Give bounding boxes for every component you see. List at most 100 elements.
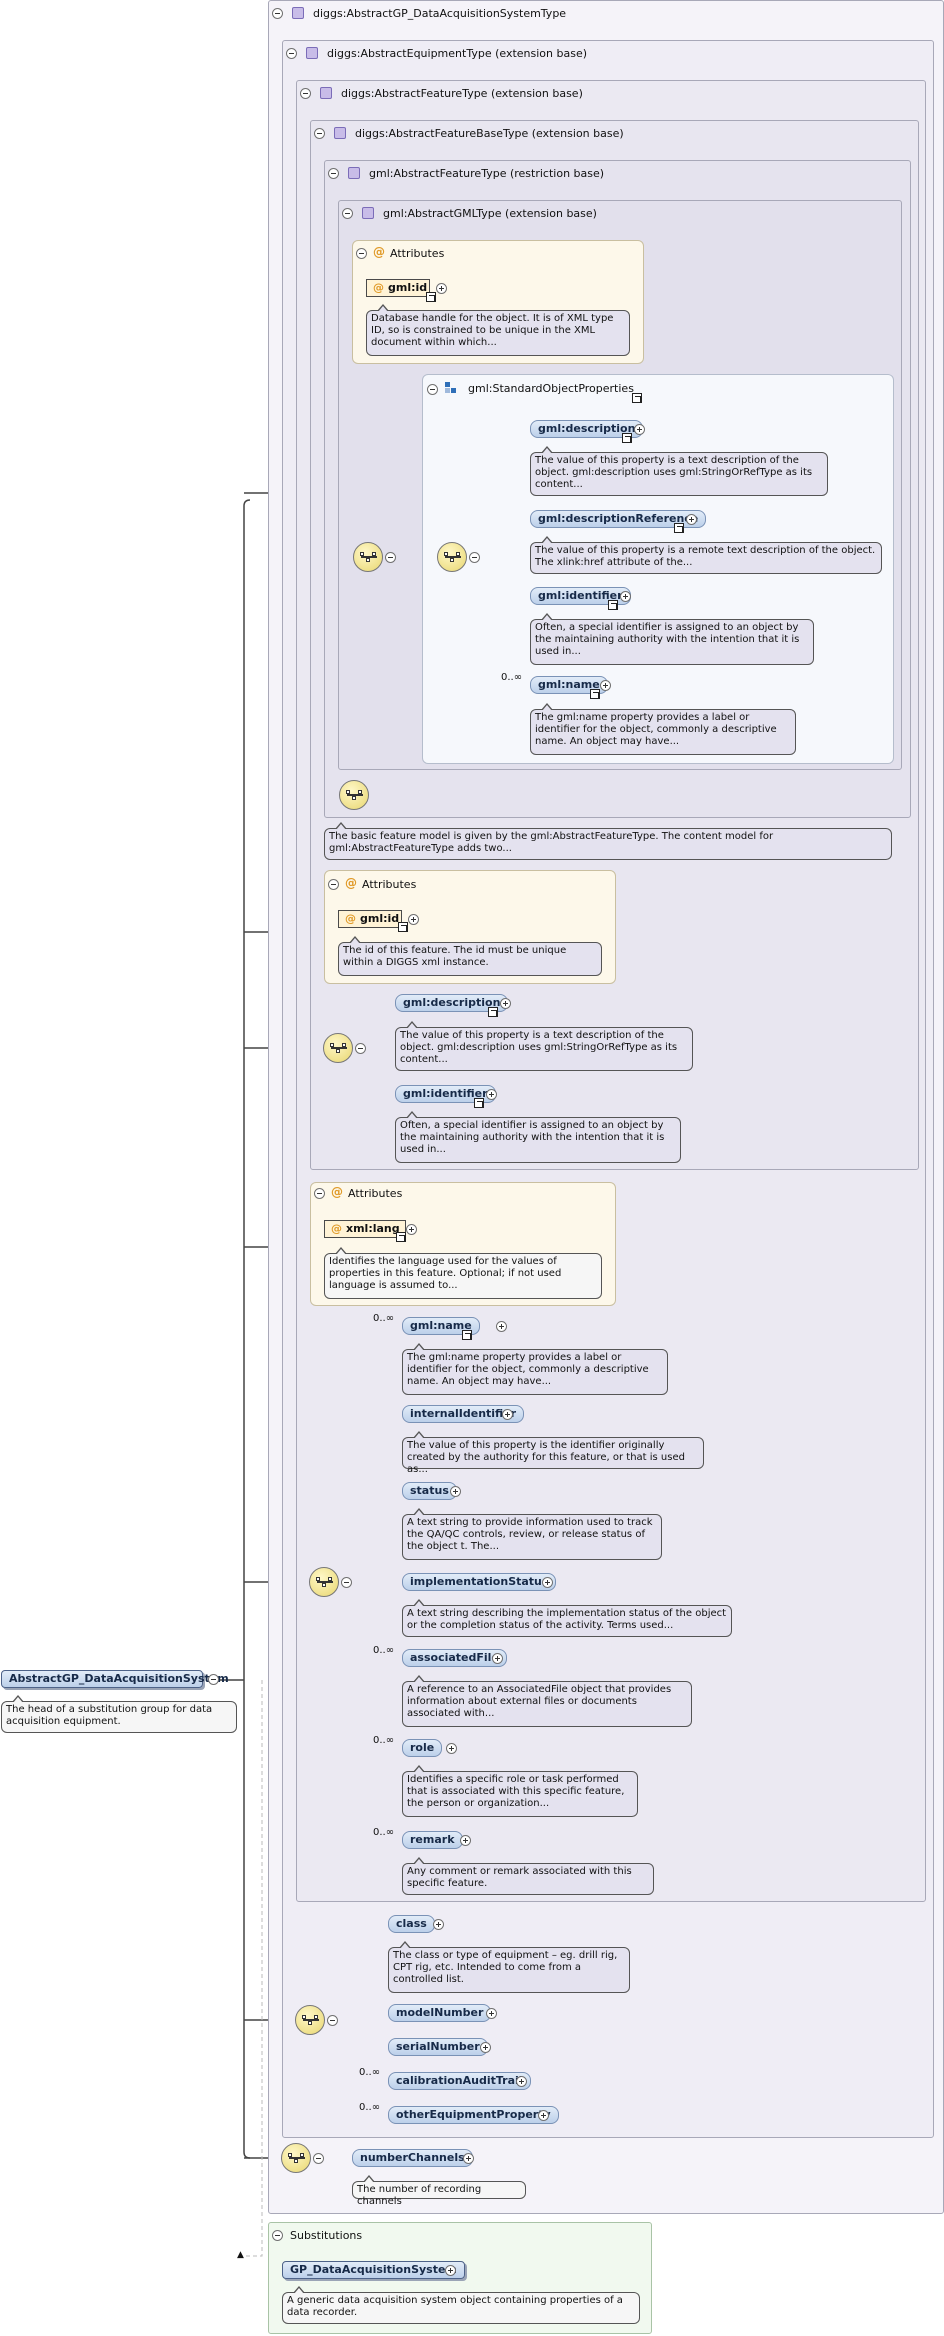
collapse-toggle[interactable]: [385, 552, 396, 563]
reference-arrow-icon[interactable]: [474, 1098, 484, 1108]
element-serial-number[interactable]: serialNumber: [388, 2038, 488, 2056]
cardinality-label: 0..∞: [373, 1827, 395, 1838]
collapse-toggle[interactable]: [314, 128, 325, 139]
expand-toggle[interactable]: [463, 2153, 474, 2164]
expand-toggle[interactable]: [496, 1321, 507, 1332]
expand-toggle[interactable]: [486, 2008, 497, 2019]
expand-toggle[interactable]: [436, 283, 447, 294]
expand-toggle[interactable]: [460, 1835, 471, 1846]
expand-toggle[interactable]: [492, 1653, 503, 1664]
element-gml-name[interactable]: gml:name: [402, 1317, 480, 1335]
reference-arrow-icon[interactable]: [622, 433, 632, 443]
complex-type-icon: [362, 207, 374, 219]
type-title: diggs:AbstractFeatureBaseType (extension…: [355, 127, 624, 140]
cardinality-label: 0..∞: [359, 2067, 381, 2078]
expand-toggle[interactable]: [406, 1224, 417, 1235]
element-gml-name[interactable]: gml:name: [530, 676, 608, 694]
sequence-compositor-icon[interactable]: [323, 1033, 353, 1063]
collapse-toggle[interactable]: [272, 8, 283, 19]
doc-annotation: The class or type of equipment – eg. dri…: [388, 1941, 630, 1993]
reference-arrow-icon[interactable]: [674, 523, 684, 533]
expand-toggle[interactable]: [445, 2265, 456, 2276]
doc-annotation: The value of this property is a remote t…: [530, 536, 882, 574]
sequence-compositor-icon[interactable]: [353, 542, 383, 572]
expand-toggle[interactable]: [433, 1919, 444, 1930]
collapse-toggle[interactable]: [342, 208, 353, 219]
collapse-toggle[interactable]: [341, 1577, 352, 1588]
element-gml-description-reference[interactable]: gml:descriptionReference: [530, 510, 707, 528]
element-gml-description[interactable]: gml:description: [530, 420, 644, 438]
collapse-toggle[interactable]: [356, 248, 367, 259]
expand-toggle[interactable]: [502, 1409, 513, 1420]
element-gp-data-acquisition-system[interactable]: GP_DataAcquisitionSystem: [282, 2261, 465, 2279]
expand-toggle[interactable]: [486, 1089, 497, 1100]
attribute-gml-id[interactable]: @gml:id: [366, 279, 430, 297]
sequence-compositor-icon[interactable]: [437, 542, 467, 572]
expand-toggle[interactable]: [408, 914, 419, 925]
collapse-toggle[interactable]: [272, 2230, 283, 2241]
doc-annotation: Identifies a specific role or task perfo…: [402, 1765, 638, 1817]
expand-toggle[interactable]: [686, 514, 697, 525]
reference-arrow-icon[interactable]: [396, 1232, 406, 1242]
reference-arrow-icon[interactable]: [590, 689, 600, 699]
element-internalidentifier[interactable]: internalIdentifier: [402, 1405, 525, 1423]
collapse-toggle[interactable]: [328, 879, 339, 890]
attribute-label: gml:id: [388, 281, 428, 294]
expand-toggle[interactable]: [634, 424, 645, 435]
expand-toggle[interactable]: [620, 591, 631, 602]
at-icon: @: [373, 245, 385, 259]
expand-toggle[interactable]: [600, 680, 611, 691]
expand-toggle[interactable]: [538, 2110, 549, 2121]
collapse-toggle[interactable]: [313, 2153, 324, 2164]
expand-toggle[interactable]: [500, 998, 511, 1009]
expand-toggle[interactable]: [516, 2076, 527, 2087]
doc-annotation: The gml:name property provides a label o…: [530, 703, 796, 755]
collapse-toggle[interactable]: [314, 1188, 325, 1199]
reference-arrow-icon[interactable]: [608, 600, 618, 610]
expand-toggle[interactable]: [450, 1486, 461, 1497]
element-remark[interactable]: remark: [402, 1831, 463, 1849]
element-associatedfile[interactable]: associatedFile: [402, 1649, 507, 1667]
element-class[interactable]: class: [388, 1915, 435, 1933]
attributes-title: Attributes: [390, 247, 445, 260]
element-calibration-audit-trail[interactable]: calibrationAuditTrail: [388, 2072, 531, 2090]
doc-annotation: A generic data acquisition system object…: [282, 2286, 640, 2324]
collapse-toggle[interactable]: [327, 2015, 338, 2026]
expand-toggle[interactable]: [446, 1743, 457, 1754]
collapse-toggle[interactable]: [300, 88, 311, 99]
doc-annotation: Often, a special identifier is assigned …: [530, 613, 814, 665]
collapse-toggle[interactable]: [355, 1043, 366, 1054]
root-element[interactable]: AbstractGP_DataAcquisitionSystem: [1, 1670, 229, 1688]
sequence-compositor-icon[interactable]: [309, 1567, 339, 1597]
sequence-compositor-icon[interactable]: [295, 2005, 325, 2035]
element-gml-description[interactable]: gml:description: [395, 994, 509, 1012]
sequence-compositor-icon[interactable]: [339, 780, 369, 810]
expand-toggle[interactable]: [480, 2042, 491, 2053]
reference-arrow-icon[interactable]: [632, 393, 642, 403]
element-gml-identifier[interactable]: gml:identifier: [395, 1085, 496, 1103]
reference-arrow-icon[interactable]: [462, 1330, 472, 1340]
reference-arrow-icon[interactable]: [398, 922, 408, 932]
complex-type-icon: [306, 47, 318, 59]
expand-toggle[interactable]: [542, 1577, 553, 1588]
element-model-number[interactable]: modelNumber: [388, 2004, 492, 2022]
reference-arrow-icon[interactable]: [488, 1007, 498, 1017]
collapse-toggle[interactable]: [427, 384, 438, 395]
attribute-gml-id[interactable]: @gml:id: [338, 910, 402, 928]
reference-arrow-icon[interactable]: [426, 292, 436, 302]
collapse-toggle[interactable]: [328, 168, 339, 179]
element-status[interactable]: status: [402, 1482, 457, 1500]
element-gml-identifier[interactable]: gml:identifier: [530, 587, 631, 605]
element-implementationstatus[interactable]: implementationStatus: [402, 1573, 557, 1591]
collapse-toggle[interactable]: [208, 1674, 219, 1685]
element-number-channels[interactable]: numberChannels: [352, 2149, 473, 2167]
attribute-xml-lang[interactable]: @xml:lang: [324, 1220, 406, 1238]
element-role[interactable]: role: [402, 1739, 443, 1757]
type-title: diggs:AbstractEquipmentType (extension b…: [327, 47, 588, 60]
sequence-compositor-icon[interactable]: [281, 2143, 311, 2173]
element-other-equipment-property[interactable]: otherEquipmentProperty: [388, 2106, 559, 2124]
doc-annotation: A text string describing the implementat…: [402, 1599, 732, 1637]
doc-annotation: Any comment or remark associated with th…: [402, 1857, 654, 1895]
collapse-toggle[interactable]: [469, 552, 480, 563]
collapse-toggle[interactable]: [286, 48, 297, 59]
